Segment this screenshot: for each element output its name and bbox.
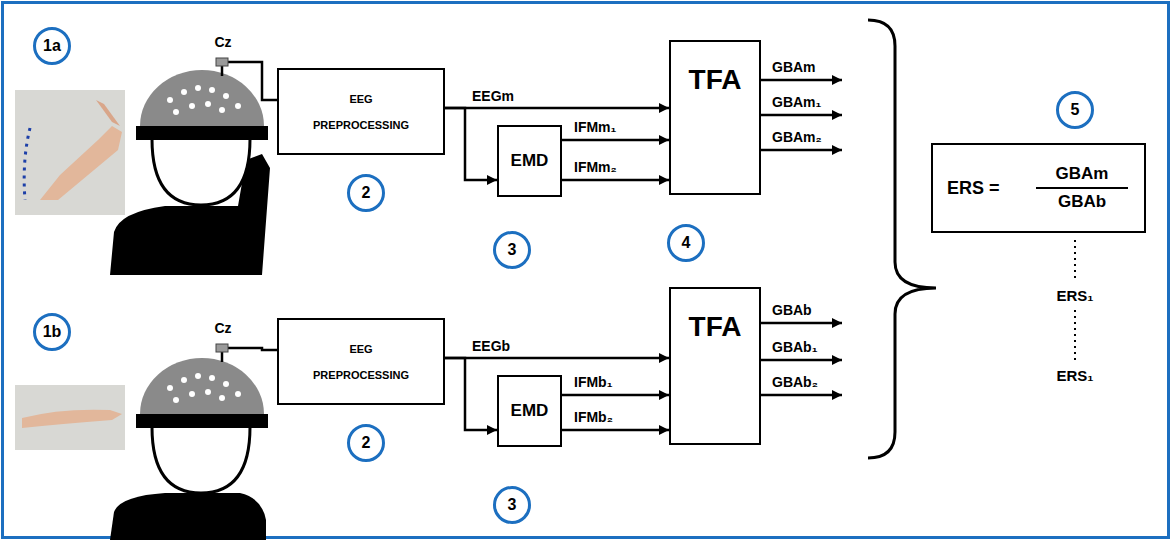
signal-name: EEGm (470, 88, 516, 104)
text-label: Cz (212, 320, 233, 336)
callout-circle: 4 (667, 224, 705, 262)
label-holder: ERS₁ (1054, 367, 1095, 384)
edge-label-holder: EEGm (470, 88, 516, 104)
formula-box: ERS = GBAmGBAb (931, 143, 1146, 233)
label-holder: GBAm₁ (770, 94, 823, 110)
signal-arrow (562, 429, 669, 432)
callout-number: 3 (508, 496, 517, 514)
label-holder: Cz (212, 34, 233, 50)
process-box: EEG PREPROCESSING (277, 68, 445, 155)
label-holder: Cz (212, 320, 233, 336)
signal-arrow (562, 139, 669, 142)
text-label: ERS₁ (1054, 367, 1095, 384)
edge-label-holder: IFMb₂ (572, 409, 615, 425)
callout-circle: 5 (1056, 91, 1094, 129)
label-holder: GBAb₁ (770, 339, 819, 355)
signal-name: IFMm₂ (572, 159, 619, 175)
signal-arrow (562, 179, 669, 182)
callout-number: 1b (43, 323, 62, 341)
output-arrow (761, 80, 842, 395)
process-box: TFA (669, 287, 761, 445)
process-box: EMD (497, 125, 562, 197)
fraction-term: GBAb (1058, 192, 1106, 212)
box-label: EEG PREPROCESSING (306, 336, 416, 388)
callout-circle: 3 (493, 486, 531, 524)
box-label: EEG PREPROCESSING (306, 86, 416, 138)
signal-arrow (445, 357, 669, 360)
output-signal: GBAm₂ (770, 129, 824, 145)
signal-arrow (445, 358, 497, 430)
text-label: Cz (212, 34, 233, 50)
signal-arrow (562, 394, 669, 397)
signal-name: IFMb₁ (572, 374, 614, 390)
callout-circle: 2 (347, 174, 385, 212)
output-signal: GBAm (770, 59, 818, 75)
hand-photo (15, 385, 125, 450)
callout-number: 4 (682, 234, 691, 252)
callout-circle: 1a (33, 27, 71, 65)
callout-number: 2 (362, 434, 371, 452)
signal-arrow (445, 107, 669, 110)
callout-number: 2 (362, 184, 371, 202)
formula-label: ERS = (947, 178, 1000, 199)
box-label: TFA (689, 311, 742, 343)
text-label: ERS₁ (1054, 287, 1095, 304)
edge-label-holder: EEGb (470, 338, 512, 354)
process-box: EEG PREPROCESSING (277, 318, 445, 405)
signal-name: IFMm₁ (572, 119, 618, 135)
fraction-bar (1036, 187, 1128, 189)
curly-brace (868, 20, 936, 458)
callout-circle: 3 (493, 231, 531, 269)
callout-circle: 1b (33, 313, 71, 351)
signal-name: IFMb₂ (572, 409, 615, 425)
hand-photo (15, 90, 125, 215)
label-holder: GBAm₂ (770, 129, 824, 145)
edge-label-holder: IFMb₁ (572, 374, 614, 390)
electrode (216, 58, 228, 66)
person-figure (110, 358, 268, 540)
output-signal: GBAb₁ (770, 339, 819, 355)
box-label: EMD (511, 401, 549, 421)
electrode (216, 344, 228, 352)
callout-number: 5 (1071, 101, 1080, 119)
label-holder: GBAb (770, 302, 814, 318)
process-box: TFA (669, 40, 761, 195)
label-holder: ERS₁ (1054, 287, 1095, 304)
output-signal: GBAb₂ (770, 374, 820, 390)
label-holder: GBAb₂ (770, 374, 820, 390)
label-holder: GBAm (770, 59, 818, 75)
callout-circle: 2 (347, 424, 385, 462)
edge-label-holder: IFMm₂ (572, 159, 619, 175)
callout-number: 1a (43, 37, 61, 55)
signal-name: EEGb (470, 338, 512, 354)
edge-label-holder: IFMm₁ (572, 119, 618, 135)
output-signal: GBAm₁ (770, 94, 823, 110)
electrode-wire (222, 62, 277, 362)
box-label: EMD (511, 151, 549, 171)
person-figure (110, 70, 270, 275)
box-label: TFA (689, 64, 742, 96)
output-signal: GBAb (770, 302, 814, 318)
fraction-term: GBAm (1056, 164, 1109, 184)
process-box: EMD (497, 375, 562, 447)
signal-arrow (445, 108, 497, 180)
callout-number: 3 (508, 241, 517, 259)
fraction: GBAmGBAb (1036, 161, 1128, 215)
